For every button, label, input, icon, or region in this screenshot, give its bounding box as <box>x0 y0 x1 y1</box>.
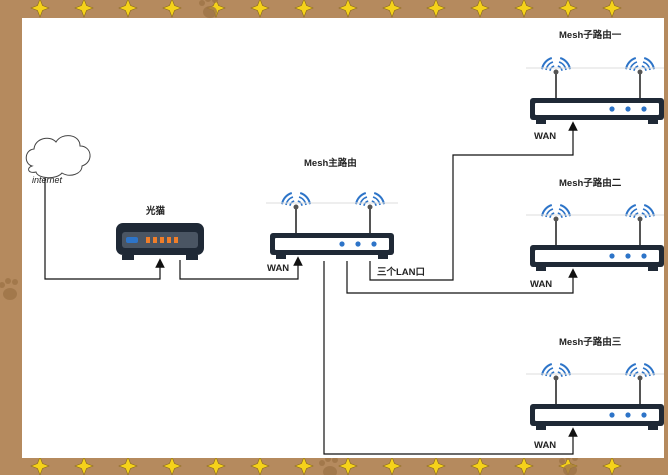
star-icon <box>514 456 534 475</box>
network-diagram <box>25 57 664 455</box>
star-icon <box>74 456 94 475</box>
star-icon <box>602 456 622 475</box>
wire-main-router-sub1 <box>369 121 578 281</box>
wire-main-router-sub2 <box>346 261 578 294</box>
star-icon <box>382 0 402 18</box>
main-router-label: Mesh主路由 <box>304 158 357 169</box>
star-icon <box>558 0 578 18</box>
star-icon <box>30 456 50 475</box>
sub-router-2-icon <box>526 204 664 271</box>
star-icon <box>426 0 446 18</box>
sub-router-3-wan-label: WAN <box>534 440 557 451</box>
star-icon <box>470 456 490 475</box>
main-router-icon <box>266 192 398 259</box>
star-icon <box>470 0 490 18</box>
diagram-canvas: internet 光猫 Mesh主路由 WAN 三个LAN口 Mesh子路由一 … <box>22 18 664 458</box>
main-router-wan-label: WAN <box>267 263 290 274</box>
star-icon <box>162 0 182 18</box>
star-icon <box>162 456 182 475</box>
star-icon <box>206 456 226 475</box>
star-icon <box>602 0 622 18</box>
sub-router-1-label: Mesh子路由一 <box>559 30 622 41</box>
sub-router-2-wan-label: WAN <box>530 279 553 290</box>
star-icon <box>338 456 358 475</box>
paw-icon <box>199 0 218 18</box>
wire-internet-modem <box>44 178 165 280</box>
routers <box>266 57 664 430</box>
sub-router-1-wan-label: WAN <box>534 131 557 142</box>
star-icon <box>294 0 314 18</box>
star-icon <box>426 456 446 475</box>
wire-main-router-sub3 <box>323 261 578 455</box>
wire-modem-main-router <box>179 256 303 280</box>
internet-cloud-icon <box>25 135 91 179</box>
modem-label: 光猫 <box>146 206 166 217</box>
star-icon <box>118 0 138 18</box>
sub-router-1-icon <box>526 57 664 124</box>
star-icon <box>118 456 138 475</box>
internet-label: internet <box>32 175 63 185</box>
sub-router-3-icon <box>526 363 664 430</box>
star-icon <box>30 0 50 18</box>
lan-ports-label: 三个LAN口 <box>377 267 426 278</box>
sub-router-3-label: Mesh子路由三 <box>559 337 622 348</box>
connection-wires <box>44 121 578 455</box>
star-icon <box>514 0 534 18</box>
star-icon <box>250 456 270 475</box>
star-icon <box>294 456 314 475</box>
paw-icon <box>319 456 338 475</box>
sub-router-2-label: Mesh子路由二 <box>559 178 622 189</box>
star-icon <box>382 456 402 475</box>
star-icon <box>250 0 270 18</box>
star-decorations <box>30 0 622 475</box>
star-icon <box>338 0 358 18</box>
modem-device-icon <box>116 223 204 260</box>
paw-icon <box>0 278 18 300</box>
star-icon <box>74 0 94 18</box>
